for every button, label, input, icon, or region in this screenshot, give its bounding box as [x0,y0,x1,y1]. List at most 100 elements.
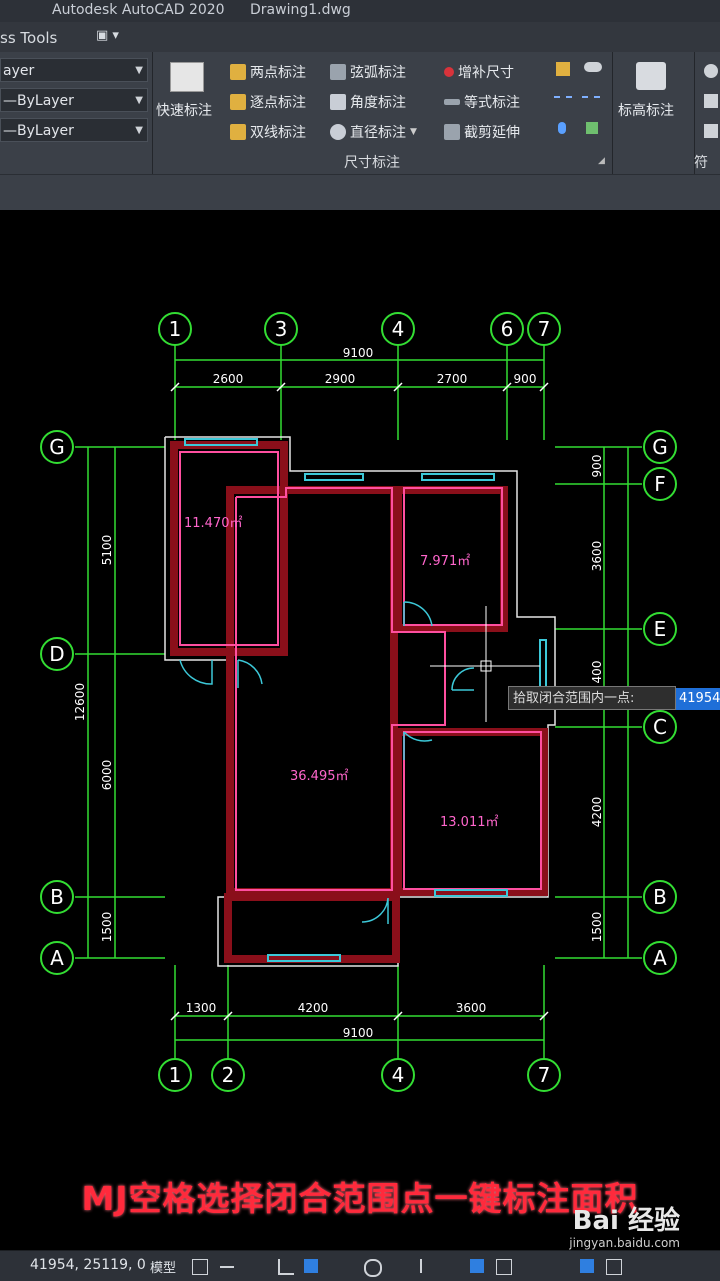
point-by-point-dim-button[interactable]: 逐点标注 [230,92,306,112]
osnap-icon[interactable] [364,1259,382,1277]
angle-dim-label: 角度标注 [350,95,406,111]
symbol-icon[interactable] [704,94,718,108]
trim-extend-button[interactable]: 截剪延伸 [444,122,520,142]
two-point-dim-button[interactable]: 两点标注 [230,62,306,82]
ribbon-footer [0,174,720,211]
ribbon-separator [612,52,613,174]
axis-right-E: E [654,617,667,641]
arc-icon [330,64,346,80]
polar-icon[interactable] [304,1259,318,1273]
symbol-icon[interactable] [704,124,718,138]
edit-icon[interactable] [556,62,570,76]
axis-labels: 1 3 4 6 7 1 2 4 7 G D B A G F E C B A [49,317,668,1087]
layer-dropdown[interactable]: ayer ▼ [0,58,148,82]
tab-tools[interactable]: ss Tools [0,29,58,47]
axis-right-C: C [653,715,667,739]
add-dim-label: 增补尺寸 [458,65,514,81]
dim-bottom-1: 1300 [186,1001,217,1015]
axis-right-F: F [654,472,666,496]
diameter-dim-button[interactable]: 直径标注 ▼ [330,122,417,142]
dynamic-input-field[interactable]: 41954 [676,688,720,710]
floor-plan: 1 3 4 6 7 1 2 4 7 G D B A G F E C B A 91… [40,312,677,1092]
dim-top-2: 2900 [325,372,356,386]
axis-bottom-1: 1 [169,1063,182,1087]
dim-top-1: 2600 [213,372,244,386]
axis-bottom-2: 2 [222,1063,235,1087]
dim-icon [230,64,246,80]
dim-bottom-total: 9100 [343,1026,374,1040]
command-prompt-tooltip: 拾取闭合范围内一点: [508,686,676,710]
ribbon-tab-bar: ss Tools ▣ ▾ [0,22,720,53]
diameter-dim-label: 直径标注 [350,125,406,141]
link-icon[interactable] [584,62,602,72]
pencil-icon [230,94,246,110]
axis-top-7: 7 [538,317,551,341]
double-line-dim-button[interactable]: 双线标注 [230,122,306,142]
axis-right-G: G [652,435,668,459]
chevron-down-icon: ▼ [135,125,143,136]
ortho-icon[interactable] [278,1259,294,1275]
dim-right-3: 400 [590,661,604,684]
trim-icon [444,124,460,140]
equal-icon [444,99,460,105]
room-labels: 11.470㎡ 7.971㎡ 36.495㎡ 13.011㎡ [184,516,499,830]
baidu-url: jingyan.baidu.com [569,1236,680,1250]
elevation-icon [636,62,666,90]
dim-top-3: 2700 [437,372,468,386]
trim-extend-label: 截剪延伸 [464,125,520,141]
video-caption: MJ空格选择闭合范围点一键标注面积 [81,1179,639,1218]
axis-right-B: B [653,885,667,909]
dash-line-icon[interactable] [554,96,572,100]
color-dropdown[interactable]: —ByLayer ▼ [0,88,148,112]
symbol-icon[interactable] [704,64,718,78]
pin-icon[interactable] [558,122,566,134]
angle-icon [330,94,346,110]
quick-dim-icon [170,62,204,92]
quick-dim-button[interactable]: 快速标注 [156,60,218,126]
equal-dim-button[interactable]: 等式标注 [444,92,520,112]
room-area-3: 36.495㎡ [290,769,349,784]
axis-bottom-4: 4 [392,1063,405,1087]
elevation-dim-button[interactable]: 标高标注 [618,60,684,126]
add-icon [444,67,454,77]
elevation-dim-label: 标高标注 [618,103,674,119]
angle-dim-button[interactable]: 角度标注 [330,92,406,112]
dim-left-3: 1500 [100,912,114,943]
otrack-icon[interactable] [420,1259,436,1273]
dim-bottom-3: 3600 [456,1001,487,1015]
crosshair-cursor [430,606,540,722]
doors [179,601,475,924]
color-dropdown-value: —ByLayer [3,93,74,109]
room-boundaries [179,451,542,891]
panel-expand-icon[interactable]: ◢ [598,156,605,166]
grid-icon[interactable] [192,1259,208,1275]
dynamic-input-icon[interactable] [470,1259,484,1273]
add-dim-button[interactable]: 增补尺寸 [444,62,514,82]
arc-length-dim-button[interactable]: 弦弧标注 [330,62,406,82]
quick-dim-label: 快速标注 [156,103,212,119]
axis-left-B: B [50,885,64,909]
model-tab[interactable]: 模型 [150,1261,177,1276]
chevron-down-icon: ▼ [410,127,417,137]
equal-dim-label: 等式标注 [464,95,520,111]
axis-top-1: 1 [169,317,182,341]
lineweight-icon[interactable] [496,1259,512,1275]
dim-right-1: 900 [590,455,604,478]
drawing-canvas[interactable]: 1 3 4 6 7 1 2 4 7 G D B A G F E C B A 91… [0,210,720,1250]
ribbon-separator [152,52,153,174]
workspace-switch-icon[interactable]: ▣ ▾ [96,28,119,43]
annotation-icon[interactable] [606,1259,622,1275]
axis-top-4: 4 [392,317,405,341]
selection-cycling-icon[interactable] [580,1259,594,1273]
dimension-texts: 9100 2600 2900 2700 900 1300 4200 3600 9… [73,346,604,1040]
snap-icon[interactable] [220,1266,234,1268]
linetype-dropdown[interactable]: —ByLayer ▼ [0,118,148,142]
dash-line-icon[interactable] [582,96,600,100]
room-area-4: 13.011㎡ [440,815,499,830]
dim-left-total: 12600 [73,683,87,721]
dim-bottom-2: 4200 [298,1001,329,1015]
dim-right-5: 1500 [590,912,604,943]
grid-icon[interactable] [586,122,598,134]
dim-left-1: 5100 [100,535,114,566]
axis-left-G: G [49,435,65,459]
